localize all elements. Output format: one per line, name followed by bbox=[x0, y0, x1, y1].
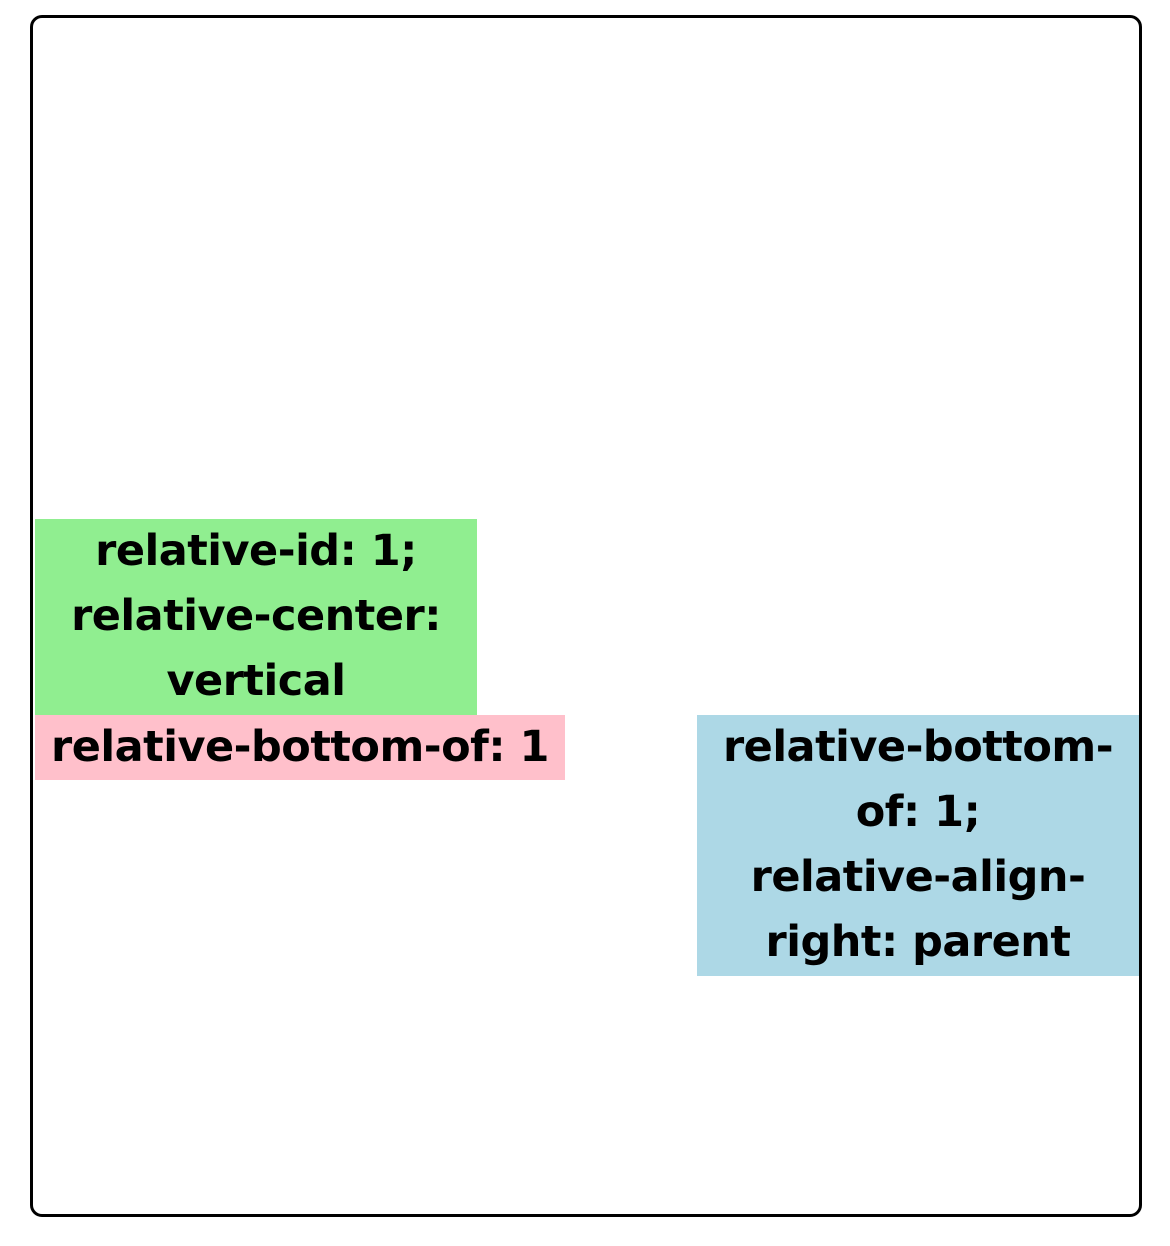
blue-box-line-4: right: parent bbox=[765, 917, 1071, 967]
blue-box-line-2: of: 1; bbox=[855, 787, 981, 837]
green-box-line-3: vertical bbox=[166, 656, 346, 706]
relative-bottom-of-box: relative-bottom-of: 1 bbox=[35, 715, 565, 780]
pink-box-line-1: relative-bottom-of: 1 bbox=[51, 722, 549, 772]
green-box-line-2: relative-center: bbox=[71, 591, 441, 641]
relative-id-1-box: relative-id: 1; relative-center: vertica… bbox=[35, 519, 477, 715]
relative-align-right-box: relative-bottom- of: 1; relative-align- … bbox=[697, 715, 1139, 976]
blue-box-line-3: relative-align- bbox=[750, 852, 1086, 902]
blue-box-line-1: relative-bottom- bbox=[722, 722, 1114, 772]
relative-layout-container: relative-id: 1; relative-center: vertica… bbox=[30, 15, 1142, 1217]
green-box-line-1: relative-id: 1; bbox=[95, 526, 417, 576]
